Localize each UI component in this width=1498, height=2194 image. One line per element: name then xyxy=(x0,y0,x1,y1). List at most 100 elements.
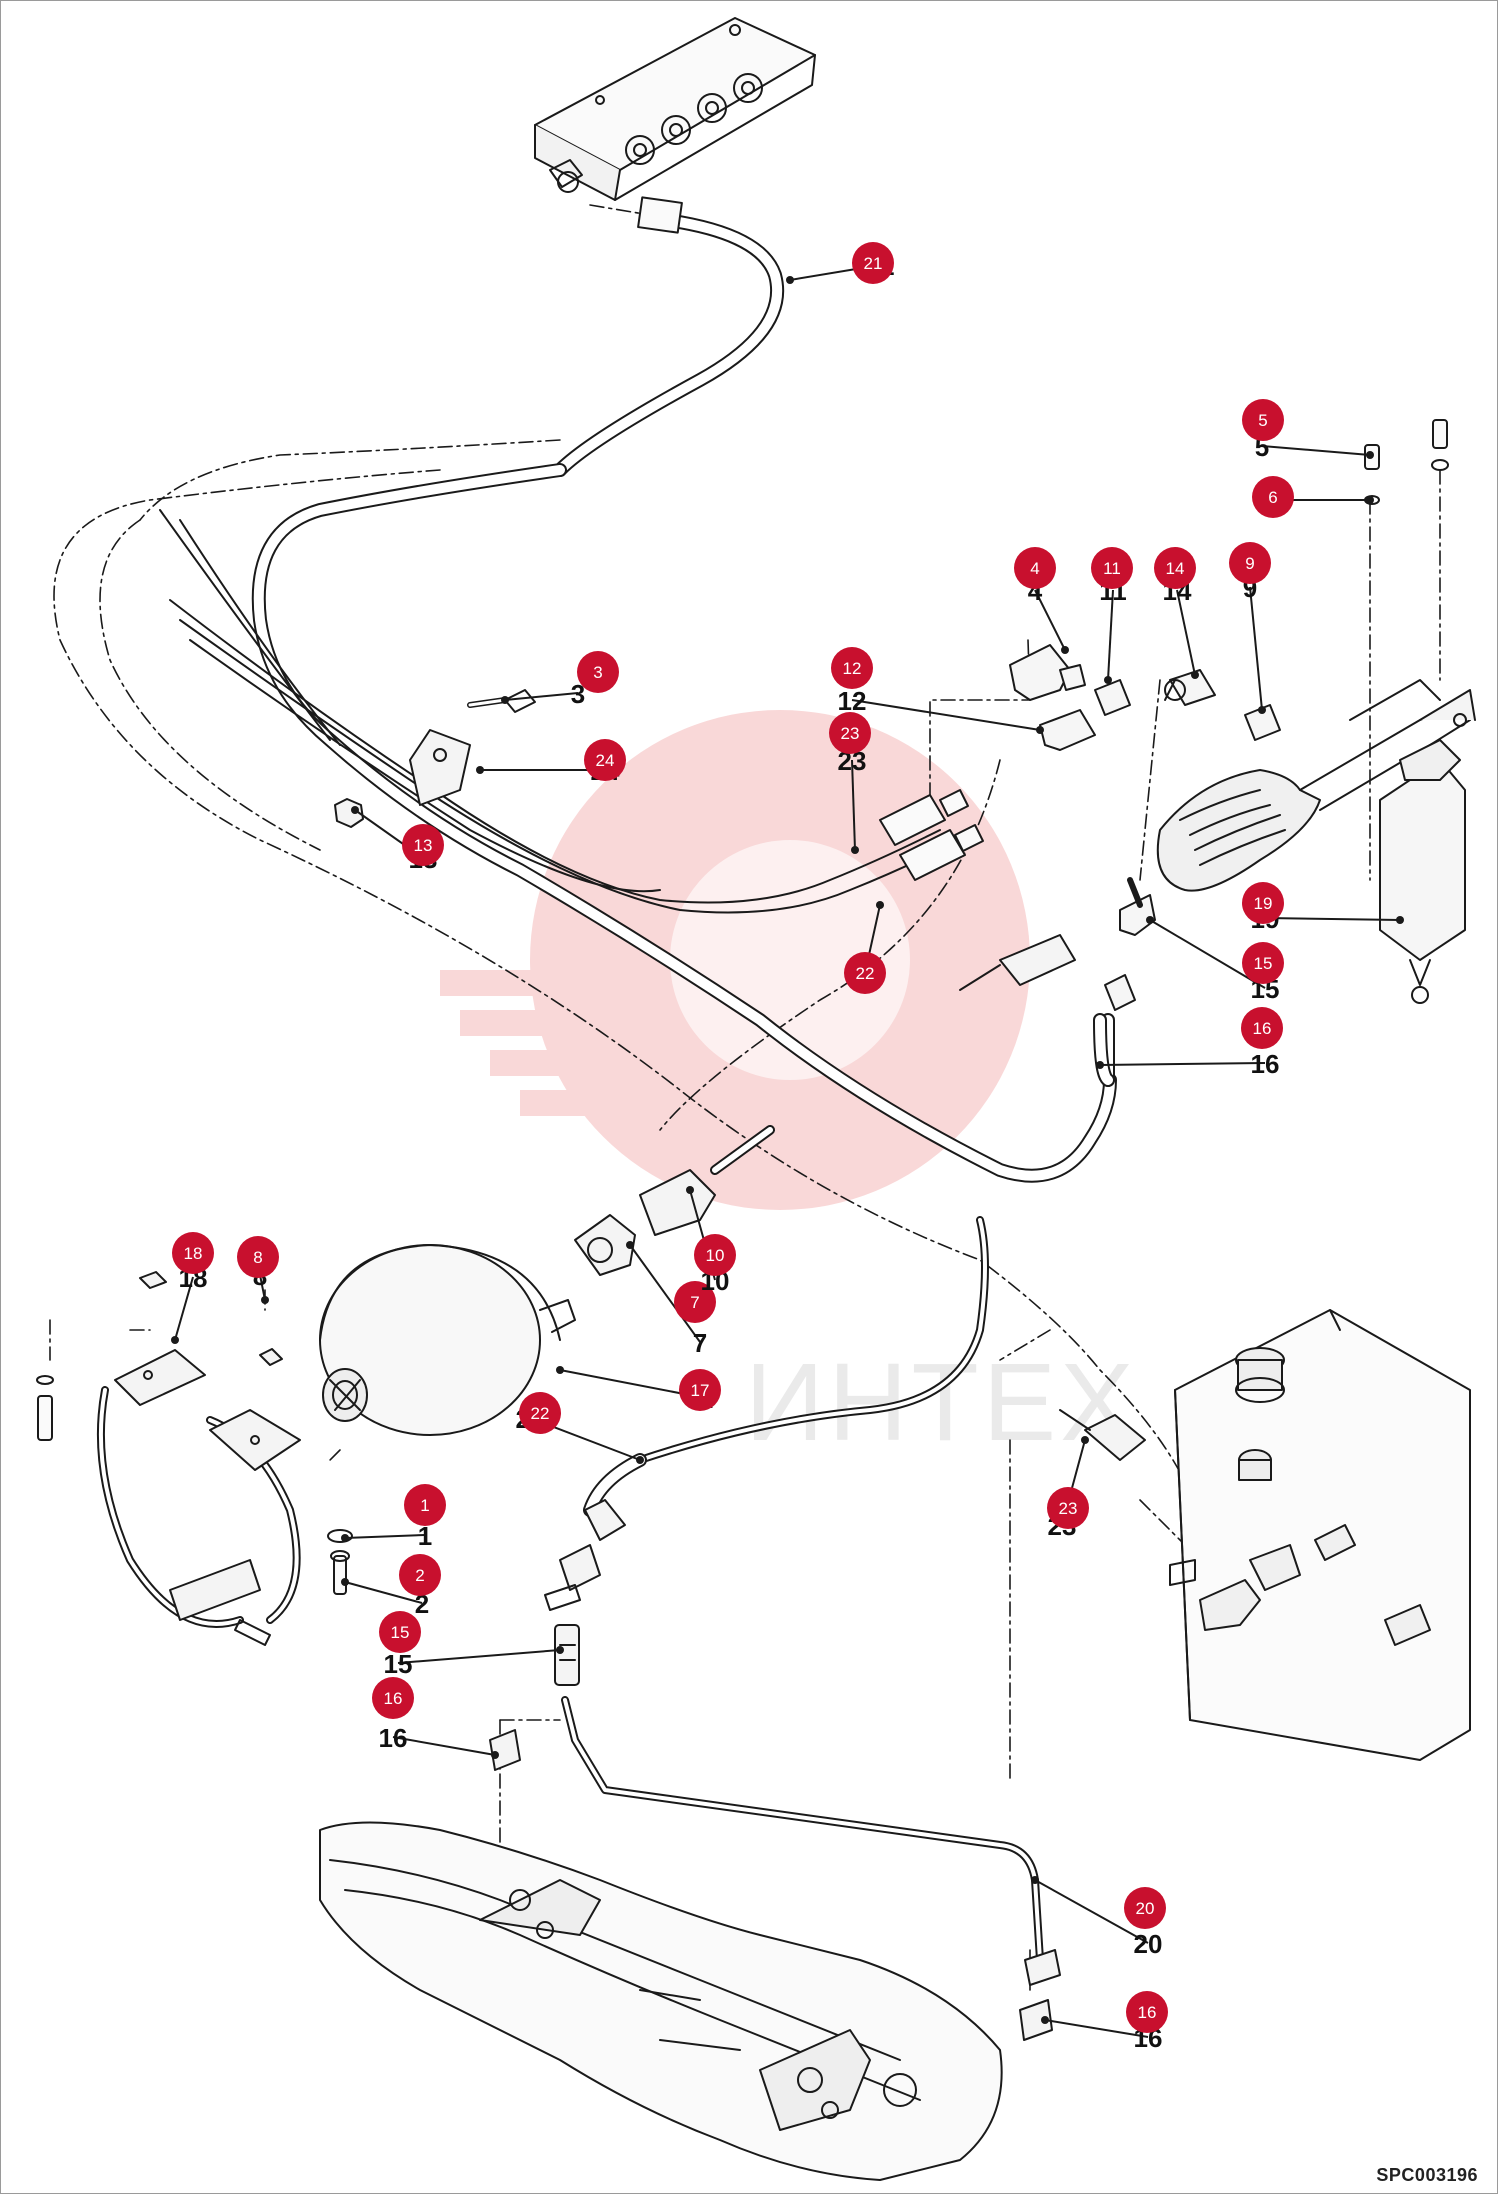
callout-leader-line xyxy=(1099,1062,1266,1066)
callout-leader-dot xyxy=(1258,706,1266,714)
callout-badge-number: 16 xyxy=(384,1689,403,1708)
callout-badge xyxy=(519,1392,561,1434)
callout-badge xyxy=(584,739,626,781)
callout-leader-dot xyxy=(1036,726,1044,734)
callout-badge xyxy=(1242,882,1284,924)
callout-badge-number: 21 xyxy=(864,254,883,273)
callout-badge-number: 15 xyxy=(1254,954,1273,973)
hand-pump-assembly xyxy=(1156,419,1476,1004)
callout-badge-number: 7 xyxy=(690,1293,699,1312)
callout-badge-number: 10 xyxy=(706,1246,725,1265)
callout-badge-number: 11 xyxy=(1103,559,1121,578)
callout-5: 55 xyxy=(1242,399,1374,462)
callout-leader-dot xyxy=(351,806,359,814)
callout-leader-dot xyxy=(1104,676,1112,684)
callout-badge-number: 20 xyxy=(1136,1899,1155,1918)
callout-badge xyxy=(1242,942,1284,984)
callout-leader-line xyxy=(1264,917,1401,921)
callout-leader-dot xyxy=(501,696,509,704)
callout-leader-line xyxy=(344,1581,423,1604)
part-number-label: 16 xyxy=(1251,1049,1280,1079)
callout-leader-dot xyxy=(261,1296,269,1304)
callout-leader-dot xyxy=(1366,496,1374,504)
callout-badge-number: 16 xyxy=(1253,1019,1272,1038)
callout-layer: 1122334455667788991010111112121313141415… xyxy=(171,242,1404,2053)
callout-leader-dot xyxy=(1096,1061,1104,1069)
callout-badge-number: 3 xyxy=(593,663,602,682)
callout-badge xyxy=(1126,1991,1168,2033)
callout-badge xyxy=(1014,547,1056,589)
callout-badge xyxy=(1242,399,1284,441)
part-number-label: 12 xyxy=(838,686,867,716)
callout-leader-line xyxy=(1261,445,1371,456)
callout-leader-line xyxy=(851,699,1041,731)
callout-badge xyxy=(1047,1487,1089,1529)
callout-badge xyxy=(679,1369,721,1411)
part-number-label: 3 xyxy=(571,679,585,709)
callout-leader-line xyxy=(1044,2019,1149,2038)
callout-badge-number: 23 xyxy=(841,724,860,743)
callout-8: 88 xyxy=(237,1236,279,1304)
callout-badge-number: 1 xyxy=(420,1496,429,1515)
callout-leader-line xyxy=(1176,589,1196,676)
callout-badge-number: 22 xyxy=(531,1404,550,1423)
callout-leader-line xyxy=(1034,1879,1149,1944)
callout-3: 33 xyxy=(501,651,619,709)
callout-badge xyxy=(852,242,894,284)
callout-badge xyxy=(831,647,873,689)
callout-badge-number: 16 xyxy=(1138,2003,1157,2022)
valve-block xyxy=(534,17,816,201)
callout-6: 66 xyxy=(1252,476,1374,518)
callout-badge xyxy=(674,1281,716,1323)
bracket-18 xyxy=(96,1271,301,1646)
callout-badge-number: 2 xyxy=(415,1566,424,1585)
callout-badge-number: 15 xyxy=(391,1623,410,1642)
callout-badge xyxy=(172,1232,214,1274)
callout-badge xyxy=(402,824,444,866)
callout-leader-line xyxy=(392,1736,496,1756)
callout-badge xyxy=(844,952,886,994)
callout-badge-number: 8 xyxy=(253,1248,262,1267)
callout-badge-number: 19 xyxy=(1254,894,1273,913)
callout-leader-dot xyxy=(556,1366,564,1374)
part-number-label: 7 xyxy=(693,1328,707,1358)
callout-badge-number: 9 xyxy=(1245,554,1254,573)
callout-badge xyxy=(1154,547,1196,589)
hose-21 xyxy=(553,196,785,477)
callout-leader-line xyxy=(259,1274,266,1301)
axle-frame xyxy=(319,1821,1003,2181)
callout-leader-line xyxy=(504,692,579,701)
part-number-label: 16 xyxy=(379,1723,408,1753)
callout-1: 11 xyxy=(341,1484,446,1551)
callout-leader-dot xyxy=(786,276,794,284)
clamp-24 xyxy=(334,689,536,828)
callout-leader-dot xyxy=(341,1578,349,1586)
watermark-text: ИНТЕХ xyxy=(745,1341,1137,1464)
watermark-logo: ИНТЕХ xyxy=(440,710,1137,1464)
callout-badge-number: 5 xyxy=(1258,411,1267,430)
callout-badge-number: 14 xyxy=(1166,559,1185,578)
callout-leader-dot xyxy=(876,901,884,909)
callout-badge-number: 22 xyxy=(856,964,875,983)
callout-13: 1313 xyxy=(351,806,444,874)
callout-leader-dot xyxy=(1061,646,1069,654)
callout-badge xyxy=(694,1234,736,1276)
upper-hose-bundle xyxy=(159,463,1117,1183)
callout-leader-dot xyxy=(1146,916,1154,924)
callout-badge xyxy=(372,1677,414,1719)
part-number-label: 15 xyxy=(384,1649,413,1679)
callout-badge xyxy=(399,1554,441,1596)
callout-badge-number: 24 xyxy=(596,751,615,770)
